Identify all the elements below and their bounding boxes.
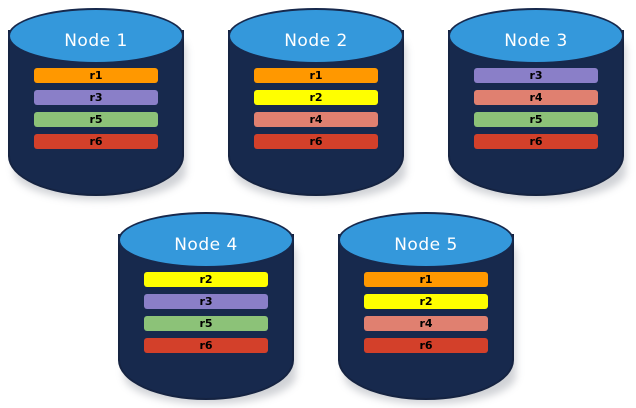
cylinder-top-ellipse [118,212,294,268]
database-node-5[interactable]: Node 5 r1 r2 r4 r6 [338,212,516,404]
replica-bar[interactable]: r6 [474,134,598,149]
replica-bar[interactable]: r3 [144,294,268,309]
replica-bar[interactable]: r5 [474,112,598,127]
replica-bar[interactable]: r4 [364,316,488,331]
replica-bar[interactable]: r5 [34,112,158,127]
replica-list: r2 r3 r5 r6 [118,272,294,353]
replica-bar[interactable]: r2 [364,294,488,309]
database-node-3[interactable]: Node 3 r3 r4 r5 r6 [448,8,626,200]
cylinder-top-ellipse [338,212,514,268]
node-label: Node 2 [284,30,348,51]
replica-bar[interactable]: r4 [254,112,378,127]
node-label: Node 1 [64,30,128,51]
replica-list: r3 r4 r5 r6 [448,68,624,149]
node-label: Node 5 [394,234,458,255]
replica-bar[interactable]: r1 [364,272,488,287]
node-label: Node 3 [504,30,568,51]
replica-list: r1 r3 r5 r6 [8,68,184,149]
replica-bar[interactable]: r1 [34,68,158,83]
replica-list: r1 r2 r4 r6 [228,68,404,149]
cylinder-top-ellipse [8,8,184,64]
replica-bar[interactable]: r6 [144,338,268,353]
node-label: Node 4 [174,234,238,255]
replica-bar[interactable]: r4 [474,90,598,105]
replica-bar[interactable]: r6 [254,134,378,149]
replica-list: r1 r2 r4 r6 [338,272,514,353]
cylinder-top-ellipse [228,8,404,64]
database-node-4[interactable]: Node 4 r2 r3 r5 r6 [118,212,296,404]
replica-bar[interactable]: r6 [34,134,158,149]
replica-bar[interactable]: r3 [34,90,158,105]
database-node-1[interactable]: Node 1 r1 r3 r5 r6 [8,8,186,200]
replica-bar[interactable]: r6 [364,338,488,353]
cylinder-top-ellipse [448,8,624,64]
replica-bar[interactable]: r1 [254,68,378,83]
database-node-2[interactable]: Node 2 r1 r2 r4 r6 [228,8,406,200]
replica-bar[interactable]: r3 [474,68,598,83]
replica-bar[interactable]: r2 [254,90,378,105]
replica-bar[interactable]: r5 [144,316,268,331]
replica-bar[interactable]: r2 [144,272,268,287]
